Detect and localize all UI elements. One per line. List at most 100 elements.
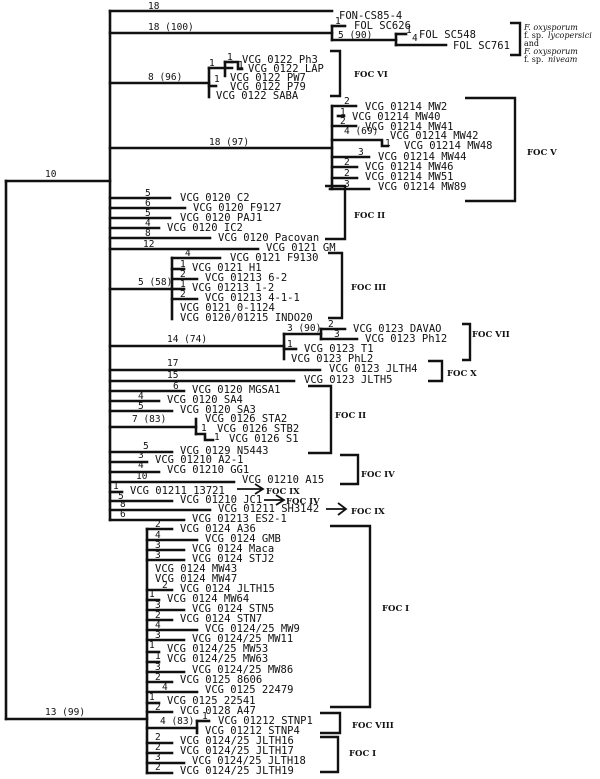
- branch-label-davao: 2: [328, 319, 334, 330]
- taxon-stn5: VCG 0124 STN5: [192, 603, 274, 615]
- fol-species-line2: f. sp.: [524, 31, 544, 40]
- taxon-mw40: VCG 01214 MW40: [352, 111, 441, 123]
- branch-label-t22541: 1: [149, 692, 155, 703]
- taxon-vcg0122-lap: VCG 0122 LAP: [248, 63, 324, 75]
- taxon-s411: VCG 01213 4-1-1: [205, 292, 300, 304]
- branch-label-stn7: 2: [155, 610, 161, 621]
- taxon-jlth5: VCG 0123 JLTH5: [304, 374, 393, 386]
- taxon-vcg0122-pw7: VCG 0122 PW7: [230, 72, 306, 84]
- branch-label-jlth5: 15: [167, 370, 178, 381]
- foc-x-clade: 17 VCG 0123 JLTH4 15 VCG 0123 JLTH5 FOC …: [108, 358, 477, 386]
- foc1a-bracket: [330, 524, 372, 709]
- taxon-o1124: VCG 0121 0-1124: [180, 302, 275, 314]
- group-foc-i-a: FOC I: [382, 604, 409, 614]
- branch-label-s1: 1: [214, 432, 220, 443]
- taxon-mw11: VCG 0124/25 MW11: [192, 633, 293, 645]
- taxon-mw46: VCG 01214 MW46: [365, 161, 454, 173]
- taxon-mw47: VCG 0124 MW47: [155, 573, 237, 585]
- taxon-t22479: VCG 0125 22479: [205, 684, 294, 696]
- branch-label-fol-clade: 18 (100): [148, 22, 194, 33]
- branch-label-jlth19: 2: [155, 762, 161, 773]
- taxon-stb2: VCG 0126 STB2: [217, 423, 299, 435]
- taxon-h1: VCG 0121 H1: [192, 262, 262, 274]
- group-foc-x: FOC X: [447, 369, 477, 379]
- taxon-gmb: VCG 0124 GMB: [205, 533, 281, 545]
- fol-clade: 18 FON-CS85-4 18 (100) 1 FOL SC626 5 (90…: [108, 1, 592, 64]
- taxon-mw44: VCG 01214 MW44: [378, 151, 467, 163]
- taxon-jlth17: VCG 0124/25 JLTH17: [180, 745, 294, 757]
- branch-label-foc3: 5 (58): [138, 277, 172, 288]
- taxon-n5443: VCG 0129 N5443: [180, 445, 269, 457]
- branch-label-fol-sc626: 1: [335, 16, 341, 27]
- taxon-mgsa1: VCG 0120 MGSA1: [192, 384, 281, 396]
- taxon-mw64: VCG 0124 MW64: [167, 593, 249, 605]
- foc2b-bracket: [308, 384, 333, 455]
- branch-label-f9130: 4: [185, 248, 191, 259]
- group-foc-i-b: FOC I: [349, 749, 376, 759]
- taxon-pacovan: VCG 0120 Pacovan: [218, 232, 319, 244]
- stb2-branch: [194, 432, 215, 442]
- branch-label-fol-sc548: 1: [406, 25, 412, 36]
- fol-bracket: [510, 21, 522, 57]
- foc-v-clade: 18 (97) 2 VCG 01214 MW2 1 VCG 01214 MW40…: [108, 96, 557, 203]
- foc3-bracket: [328, 251, 344, 320]
- group-foc-ii-b: FOC II: [335, 411, 366, 421]
- taxon-paj1: VCG 0120 PAJ1: [180, 212, 262, 224]
- taxon-jc1: VCG 01210 JC1: [180, 494, 262, 506]
- branch-label-jlth4: 17: [167, 358, 178, 369]
- branch-label-maca: 3: [155, 540, 161, 551]
- taxon-gg1: VCG 01210 GG1: [167, 464, 249, 476]
- taxon-t8606: VCG 0125 8606: [180, 674, 262, 686]
- taxon-vcg0122-p79: VCG 0122 P79: [230, 81, 306, 93]
- branch-label-sta: 7 (83): [132, 414, 166, 425]
- foc-ii-clade-a: 5 VCG 0120 C2 6 VCG 0120 F9127 5 VCG 012…: [108, 184, 385, 254]
- branch-label-mw89: 3: [344, 179, 350, 190]
- branch-label-sa4: 4: [138, 391, 144, 402]
- taxon-jlth15: VCG 0124 JLTH15: [180, 583, 275, 595]
- taxon-s62: VCG 01213 6-2: [205, 272, 287, 284]
- branch-label-foc6-a: 1: [209, 58, 215, 69]
- branch-label-mw63: 1: [155, 651, 161, 662]
- foc5-bracket: [465, 96, 517, 203]
- taxon-a15: VCG 01210 A15: [242, 474, 324, 486]
- foc4b-arrow: [264, 494, 286, 506]
- branch-label-mw41: 2: [340, 116, 346, 127]
- fol-species-line1: F. oxysporum: [523, 23, 578, 32]
- taxon-s12: VCG 01213 1-2: [192, 282, 274, 294]
- branch-label-mw9: 4: [155, 620, 161, 631]
- branch-label-a21: 3: [138, 450, 144, 461]
- taxon-jlth4: VCG 0123 JLTH4: [329, 363, 418, 375]
- branch-label-ph12: 3: [334, 329, 340, 340]
- taxon-mw41: VCG 01214 MW41: [365, 121, 454, 133]
- branch-label-foc6-b: 1: [227, 52, 233, 63]
- branch-label-foc6-c: 1: [238, 60, 244, 71]
- branch-label-foc6-d: 1: [214, 74, 220, 85]
- taxon-mw63: VCG 0124/25 MW63: [167, 653, 268, 665]
- branch-label-h1: 1: [180, 259, 186, 270]
- taxon-mw89: VCG 01214 MW89: [378, 181, 467, 193]
- foc9a-arrow: [237, 483, 265, 495]
- foc-iv-clade: 3 VCG 01210 A2-1 4 VCG 01210 GG1 10 VCG …: [108, 450, 395, 525]
- group-foc-vii: FOC VII: [472, 330, 510, 340]
- branch-label-gg1: 4: [138, 460, 144, 471]
- branch-label-mw86: 3: [155, 662, 161, 673]
- branch-label-foc7: 14 (74): [167, 334, 207, 345]
- foc-iii-clade: 5 (58) 4 VCG 0121 F9130 1 VCG 0121 H1 2 …: [108, 248, 386, 324]
- group-foc-iii: FOC III: [351, 283, 386, 293]
- branch-label-s411: 2: [180, 289, 186, 300]
- branch-label-mw46: 2: [344, 157, 350, 168]
- branch-label-gmb: 4: [155, 530, 161, 541]
- foc1b-bracket: [320, 735, 340, 774]
- taxon-jlth19: VCG 0124/25 JLTH19: [180, 765, 294, 777]
- taxon-jlth16: VCG 0124/25 JLTH16: [180, 735, 294, 747]
- branch-label-foc7-inner: 3 (90): [287, 323, 321, 334]
- root-node: 10 13 (99): [4, 169, 149, 721]
- foc10-bracket: [428, 359, 444, 383]
- branch-label-foc6: 8 (96): [148, 72, 182, 83]
- branch-label-mw40: 1: [340, 107, 346, 118]
- mw42-branch: [330, 138, 390, 148]
- branch-label-s62: 2: [180, 269, 186, 280]
- branch-label-jc1: 5: [118, 491, 124, 502]
- taxon-indo20: VCG 0120/01215 INDO20: [180, 312, 313, 324]
- taxon-a47: VCG 0128 A47: [180, 705, 256, 717]
